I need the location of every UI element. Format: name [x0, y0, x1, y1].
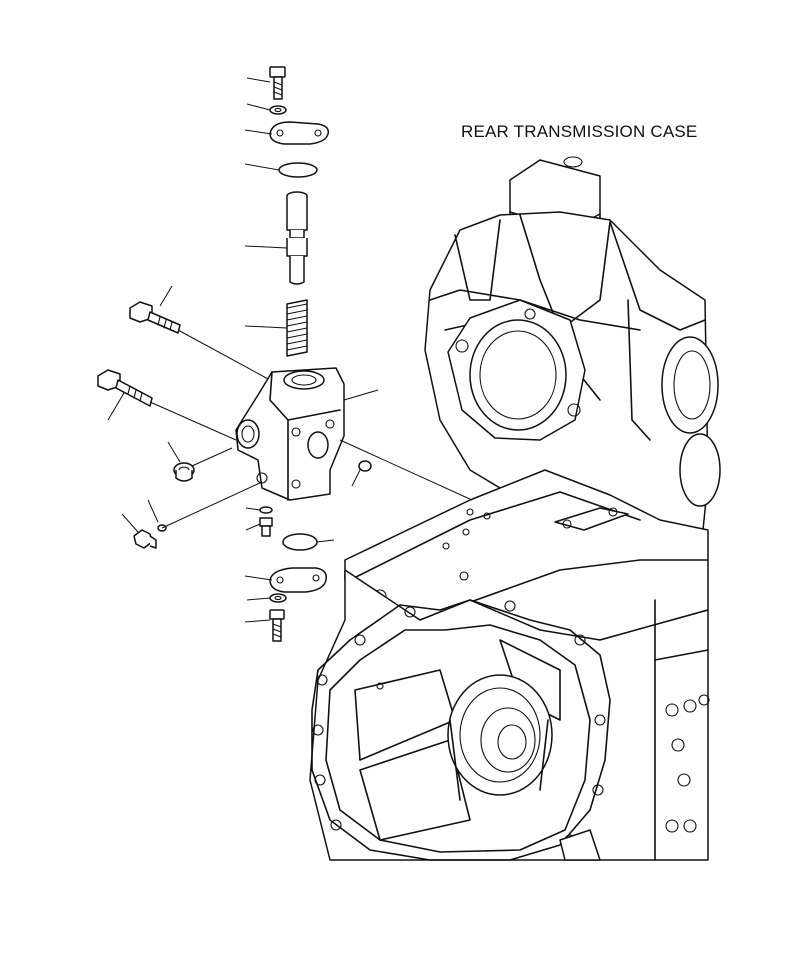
small-o-ring [351, 460, 372, 487]
cover-bolt-top [246, 66, 286, 100]
side-bolt-bosses [665, 694, 710, 833]
cover-bolt-lower [244, 609, 285, 642]
cover-plate-lower [244, 567, 328, 593]
cover-plate-top [244, 121, 330, 145]
rear-transmission-case [309, 156, 721, 861]
flange-bolt-holes [312, 600, 606, 846]
plug [167, 441, 233, 482]
valve-spring [244, 299, 308, 357]
long-bolt-upper [129, 285, 271, 381]
washer-top [246, 103, 287, 115]
o-ring-top [244, 162, 318, 178]
fitting-mid [245, 517, 273, 537]
small-ring-mid [245, 506, 273, 514]
washer-lower [246, 593, 287, 603]
hex-plug [121, 513, 157, 549]
diagram-title: REAR TRANSMISSION CASE [461, 122, 698, 141]
valve-spool [244, 191, 308, 285]
valve-body [235, 367, 473, 501]
long-bolt-lower [97, 369, 237, 441]
tiny-washer [147, 481, 263, 532]
o-ring-lower [282, 533, 335, 551]
